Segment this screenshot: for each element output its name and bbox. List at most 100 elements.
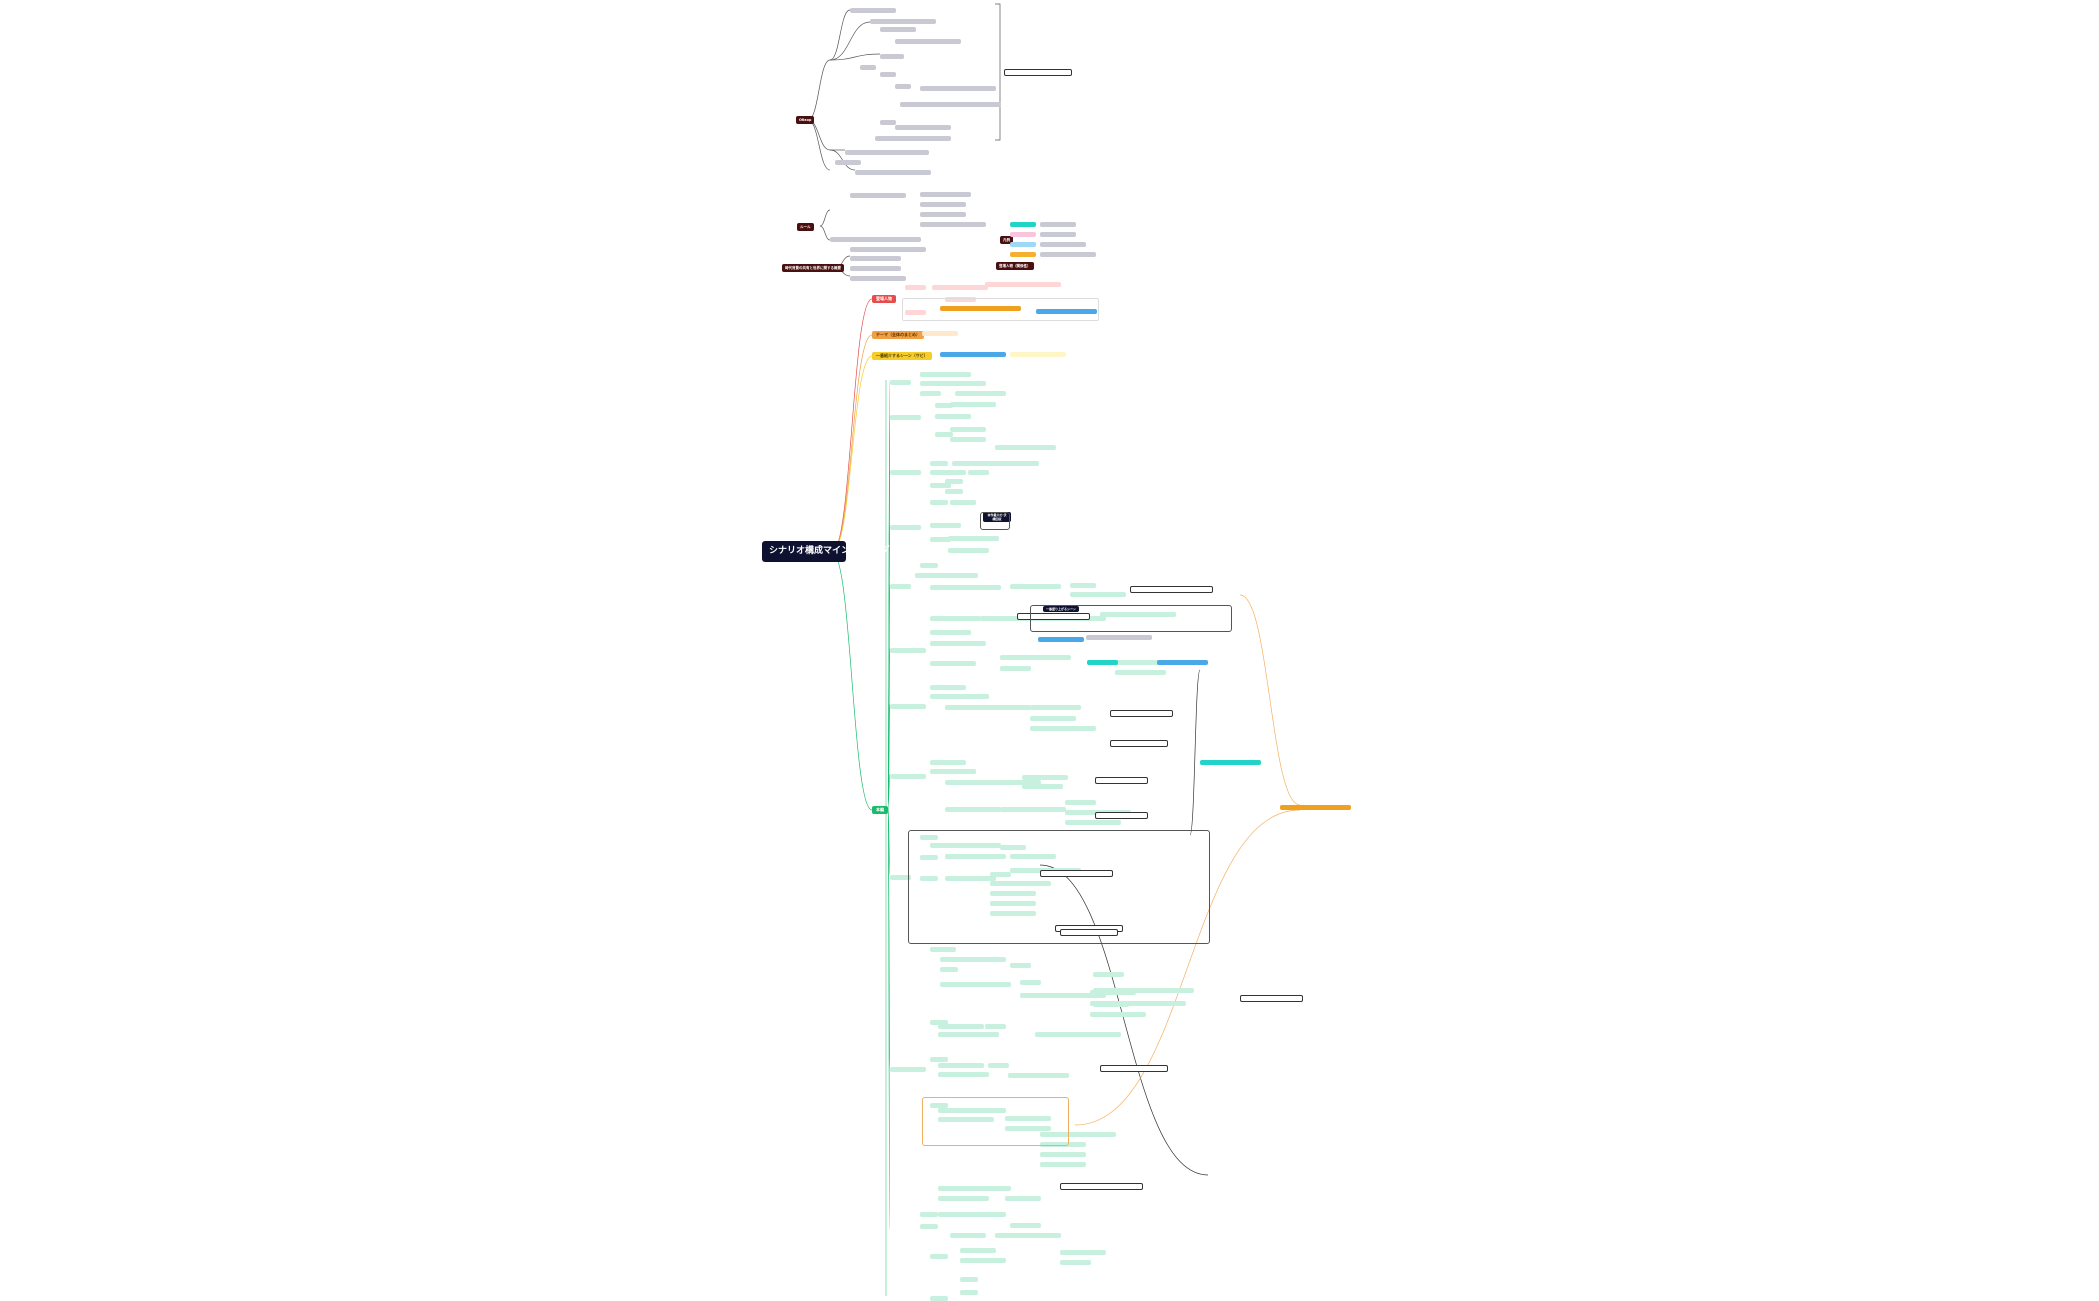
leaf-node[interactable] [930,585,1001,590]
branch-world[interactable]: 時代背景の共有と世界に関する概要 [782,264,844,272]
leaf-node[interactable] [930,843,948,848]
leaf-node[interactable] [1280,805,1351,810]
leaf-node[interactable] [945,705,1031,710]
leaf-node[interactable] [1110,710,1173,717]
leaf-node[interactable] [945,630,971,635]
leaf-node[interactable] [930,500,948,505]
leaf-node[interactable] [980,957,1006,962]
leaf-node[interactable] [920,563,938,568]
leaf-node[interactable] [930,760,948,765]
leaf-node[interactable] [945,807,1001,812]
leaf-node[interactable] [930,1020,948,1025]
leaf-node[interactable] [890,704,926,709]
leaf-node[interactable] [880,72,896,77]
leaf-node[interactable] [1010,963,1031,968]
leaf-node[interactable] [948,536,999,541]
leaf-node[interactable] [930,1296,948,1301]
leaf-node[interactable] [990,881,1051,886]
leaf-node[interactable] [950,500,976,505]
leaf-node[interactable] [930,470,966,475]
leaf-node[interactable] [895,125,951,130]
branch-rules[interactable]: ルール [797,223,814,231]
leaf-node[interactable] [860,65,876,70]
leaf-node[interactable] [930,483,951,488]
leaf-node[interactable] [930,461,948,466]
callout-foreshadow[interactable]: 本作最大の 伏線回収 [983,512,1011,522]
leaf-node[interactable] [950,437,986,442]
leaf-node[interactable] [1090,1012,1146,1017]
leaf-node[interactable] [1115,660,1166,665]
leaf-node[interactable] [940,982,1011,987]
leaf-node[interactable] [990,911,1036,916]
leaf-node[interactable] [965,641,986,646]
leaf-node[interactable] [968,470,989,475]
leaf-node[interactable] [920,855,938,860]
leaf-node[interactable] [945,685,966,690]
leaf-node[interactable] [1040,1132,1116,1137]
leaf-node[interactable] [960,1248,996,1253]
leaf-node[interactable] [1000,655,1071,660]
leaf-node[interactable] [945,489,963,494]
leaf-node[interactable] [938,1196,989,1201]
leaf-node[interactable] [880,27,916,32]
leaf-node[interactable] [960,1290,978,1295]
leaf-node[interactable] [990,891,1036,896]
leaf-node[interactable] [890,774,926,779]
leaf-node[interactable] [1095,812,1148,819]
leaf-node[interactable] [983,461,1039,466]
leaf-node[interactable] [1090,1001,1186,1006]
leaf-node[interactable] [920,1212,938,1217]
leaf-node[interactable] [1017,613,1090,620]
leaf-node[interactable] [1060,1260,1091,1265]
leaf-node[interactable] [1200,760,1261,765]
leaf-node[interactable] [1093,972,1124,977]
leaf-node[interactable] [850,247,926,252]
leaf-node[interactable] [890,875,911,880]
leaf-node[interactable] [1095,777,1148,784]
leaf-node[interactable] [835,160,861,165]
leaf-node[interactable] [1038,637,1084,642]
leaf-node[interactable] [980,1108,1006,1113]
leaf-node[interactable] [920,381,971,386]
branch-main-story[interactable]: 本編 [872,806,888,814]
leaf-node[interactable] [1004,69,1072,76]
leaf-node[interactable] [1060,1250,1106,1255]
leaf-node[interactable] [920,391,941,396]
leaf-node[interactable] [960,1277,978,1282]
leaf-node[interactable] [960,1186,1011,1191]
leaf-node[interactable] [855,170,931,175]
leaf-node[interactable] [1010,232,1036,237]
leaf-node[interactable] [930,694,976,699]
leaf-node[interactable] [948,548,989,553]
leaf-node[interactable] [1030,705,1081,710]
branch-overview[interactable]: Обзор [796,116,815,124]
leaf-node[interactable] [1070,592,1126,597]
leaf-node[interactable] [940,306,1021,311]
leaf-node[interactable] [945,780,1041,785]
leaf-node[interactable] [930,1254,948,1259]
leaf-node[interactable] [945,297,976,302]
leaf-node[interactable] [1000,807,1066,812]
leaf-node[interactable] [850,8,896,13]
leaf-node[interactable] [960,1258,1006,1263]
leaf-node[interactable] [1087,660,1118,665]
leaf-node[interactable] [930,616,981,621]
leaf-node[interactable] [930,685,948,690]
leaf-node[interactable] [990,901,1036,906]
leaf-node[interactable] [850,276,906,281]
leaf-node[interactable] [890,470,921,475]
callout-climax[interactable]: 一番盛り上がるシーン [1043,606,1079,612]
leaf-node[interactable] [955,391,1006,396]
leaf-node[interactable] [1040,242,1086,247]
leaf-node[interactable] [1110,740,1168,747]
leaf-node[interactable] [1040,870,1113,877]
leaf-node[interactable] [938,1072,989,1077]
leaf-node[interactable] [850,193,906,198]
leaf-node[interactable] [938,1108,984,1113]
leaf-node[interactable] [850,256,901,261]
leaf-node[interactable] [920,202,966,207]
leaf-node[interactable] [922,331,958,336]
leaf-node[interactable] [1010,1223,1041,1228]
leaf-node[interactable] [945,843,1001,848]
leaf-node[interactable] [945,876,996,881]
